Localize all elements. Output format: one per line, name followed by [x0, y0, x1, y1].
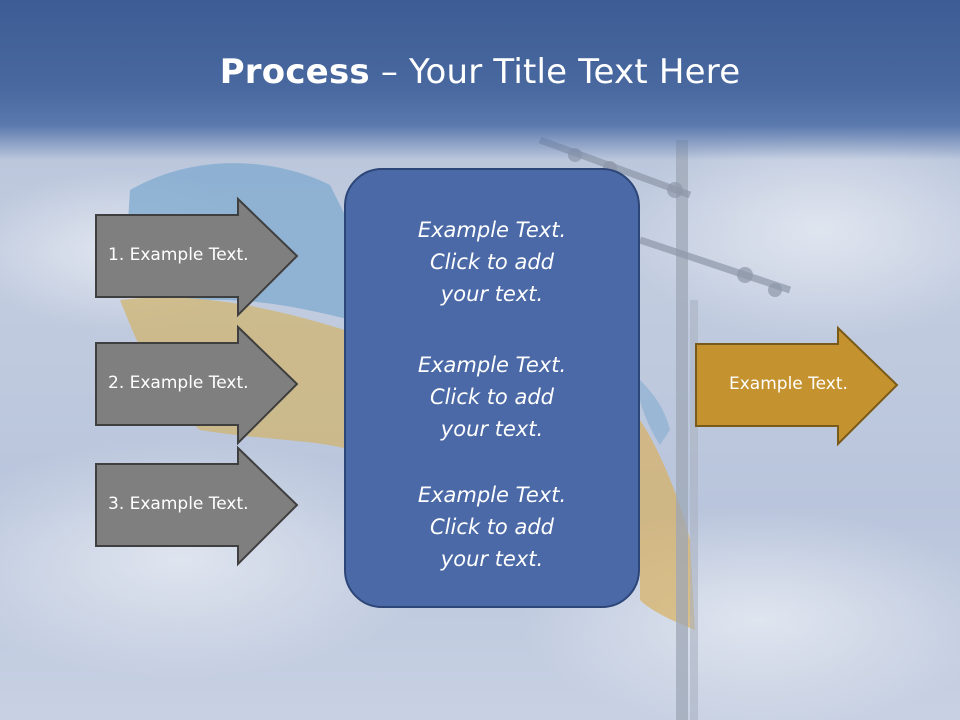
- center-paragraph-2: Example Text. Click to add your text.: [346, 349, 638, 445]
- paragraph-line: Click to add: [429, 250, 554, 274]
- paragraph-line: Click to add: [429, 515, 554, 539]
- paragraph-line: your text.: [440, 547, 544, 571]
- title-text: – Your Title Text Here: [369, 52, 741, 92]
- paragraph-line: Click to add: [429, 385, 554, 409]
- paragraph-line: your text.: [440, 417, 544, 441]
- paragraph-line: Example Text.: [417, 218, 567, 242]
- paragraph-line: Example Text.: [417, 353, 567, 377]
- arrow-shape-icon: [95, 196, 299, 318]
- output-arrow[interactable]: Example Text.: [695, 325, 900, 447]
- input-arrow-label: 2. Example Text.: [108, 373, 249, 393]
- slide-title: Process – Your Title Text Here: [0, 52, 960, 92]
- paragraph-line: your text.: [440, 282, 544, 306]
- output-arrow-label: Example Text.: [729, 374, 848, 394]
- input-arrow-label: 1. Example Text.: [108, 245, 249, 265]
- title-band: [0, 0, 960, 160]
- input-arrow-1[interactable]: 1. Example Text.: [95, 196, 300, 318]
- arrow-shape-icon: [95, 324, 299, 446]
- input-arrow-2[interactable]: 2. Example Text.: [95, 324, 300, 446]
- center-paragraph-3: Example Text. Click to add your text.: [346, 479, 638, 575]
- title-bold: Process: [219, 52, 370, 92]
- input-arrow-label: 3. Example Text.: [108, 494, 249, 514]
- arrow-shape-icon: [95, 445, 299, 567]
- center-paragraph-1: Example Text. Click to add your text.: [346, 214, 638, 310]
- input-arrow-3[interactable]: 3. Example Text.: [95, 445, 300, 567]
- arrow-shape-icon: [695, 325, 899, 447]
- paragraph-line: Example Text.: [417, 483, 567, 507]
- center-process-box[interactable]: Example Text. Click to add your text. Ex…: [344, 168, 640, 608]
